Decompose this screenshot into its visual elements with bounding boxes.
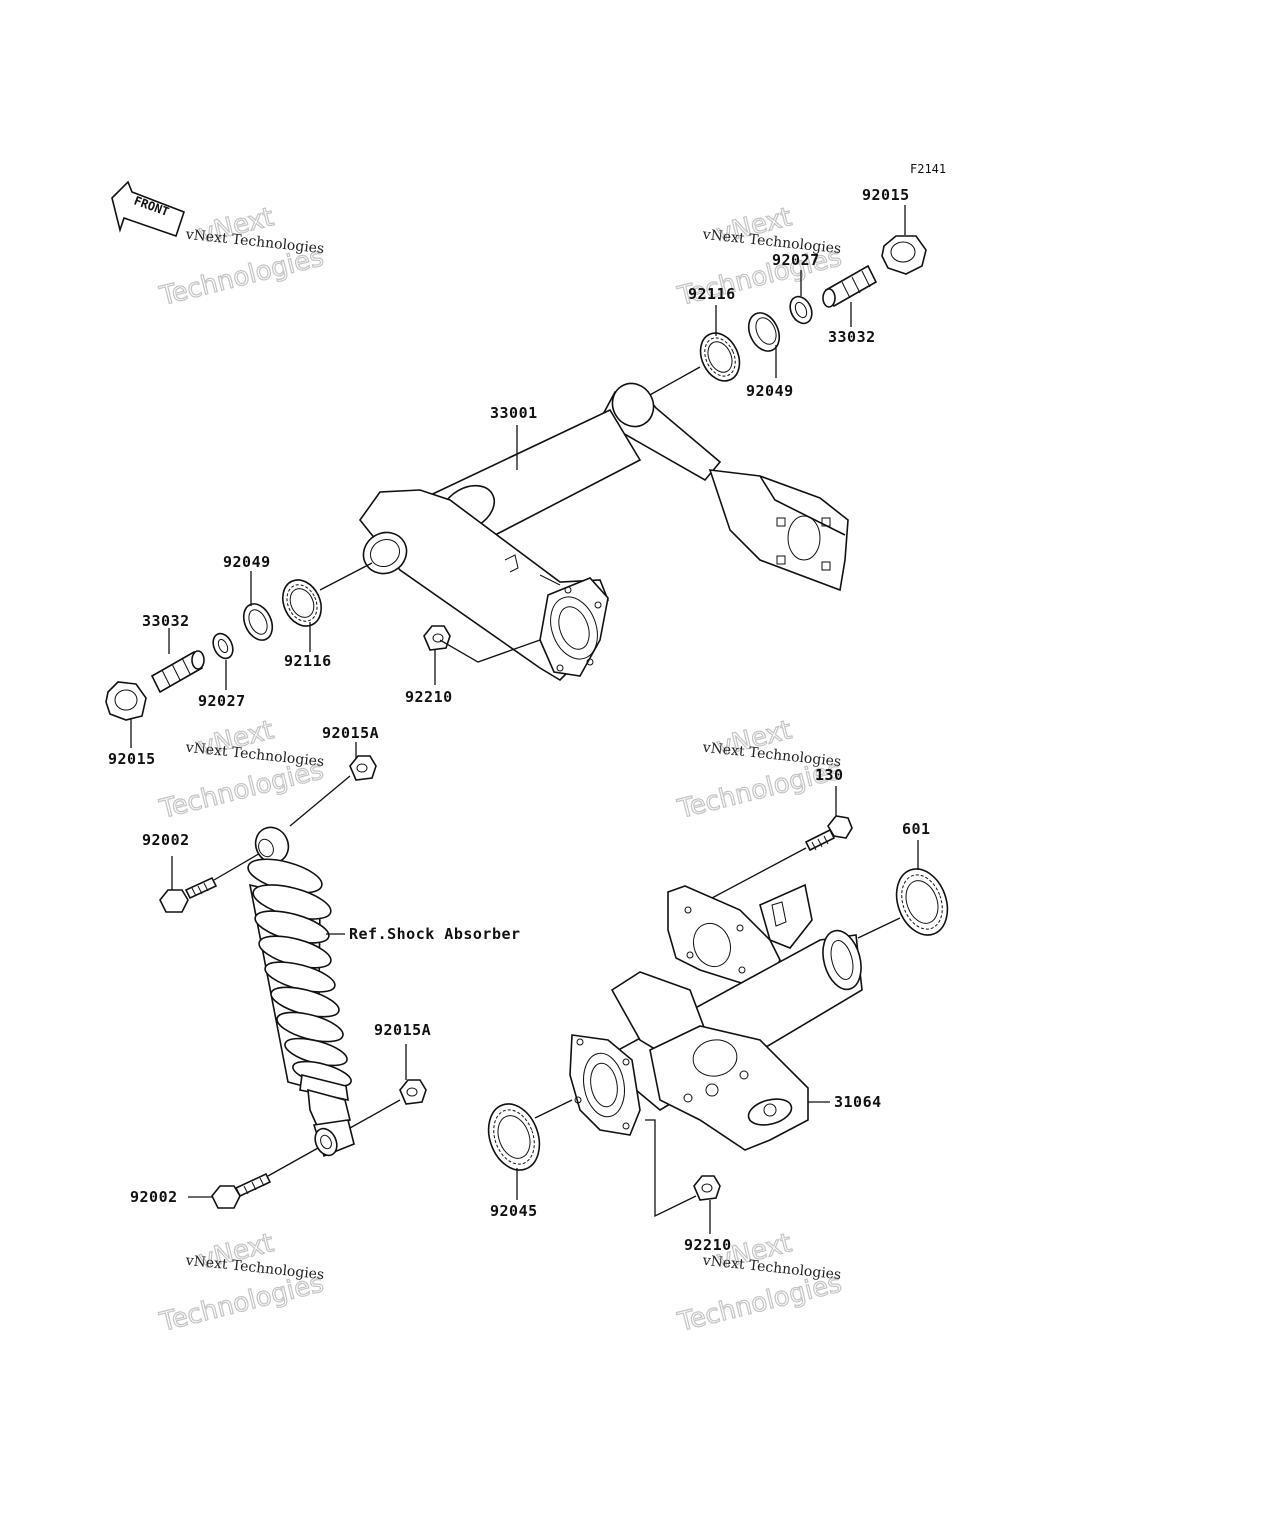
shock-absorber [247,826,355,1158]
label-92027-left: 92027 [198,692,246,710]
washer-92027-top [789,295,813,325]
label-92015A-bottom: 92015A [374,1021,431,1039]
label-ref-shock-absorber: Ref.Shock Absorber [349,925,521,943]
label-92015-top: 92015 [862,186,910,204]
axle-housing-31064 [569,883,863,1151]
watermark-3: vNext Technologies vNext Technologies [156,715,327,826]
nut-92210-top [423,625,451,651]
nut-92015-top [881,235,927,275]
swingarm-33001 [358,382,849,682]
bearing-92116-left [281,579,323,627]
label-33001: 33001 [490,404,538,422]
label-92116-left: 92116 [284,652,332,670]
label-92049-left: 92049 [223,553,271,571]
watermark-5: vNext Technologies vNext Technologies [156,1228,327,1339]
bearing-92045 [487,1103,541,1171]
label-92210-top: 92210 [405,688,453,706]
label-601: 601 [902,820,931,838]
diagram-code: F2141 [910,162,946,176]
bolt-130 [804,815,853,852]
label-92116-top: 92116 [688,285,736,303]
washer-92027-left [212,632,234,660]
bolt-92002-top [159,876,218,913]
bearing-92116-top [699,332,741,382]
label-92045: 92045 [490,1202,538,1220]
nut-92015A-top [349,755,377,781]
seal-92049-top [747,312,781,352]
label-92027-top: 92027 [772,251,820,269]
nut-92015-left [105,681,147,721]
label-92210-bottom: 92210 [684,1236,732,1254]
label-92015A-top: 92015A [322,724,379,742]
pin-33032-top [822,264,878,308]
label-92002-bottom: 92002 [130,1188,178,1206]
front-arrow-icon: FRONT [111,180,186,238]
label-33032-top: 33032 [828,328,876,346]
bearing-601 [895,868,949,936]
nut-92015A-bottom [399,1079,427,1105]
label-33032-left: 33032 [142,612,190,630]
label-130: 130 [815,766,844,784]
nut-92210-bottom [693,1175,721,1201]
label-92015-left: 92015 [108,750,156,768]
pin-33032-left [150,650,205,694]
label-92049-top: 92049 [746,382,794,400]
bolt-92002-bottom [211,1172,272,1209]
label-92002-top: 92002 [142,831,190,849]
seal-92049-left [242,603,274,641]
label-31064: 31064 [834,1093,882,1111]
